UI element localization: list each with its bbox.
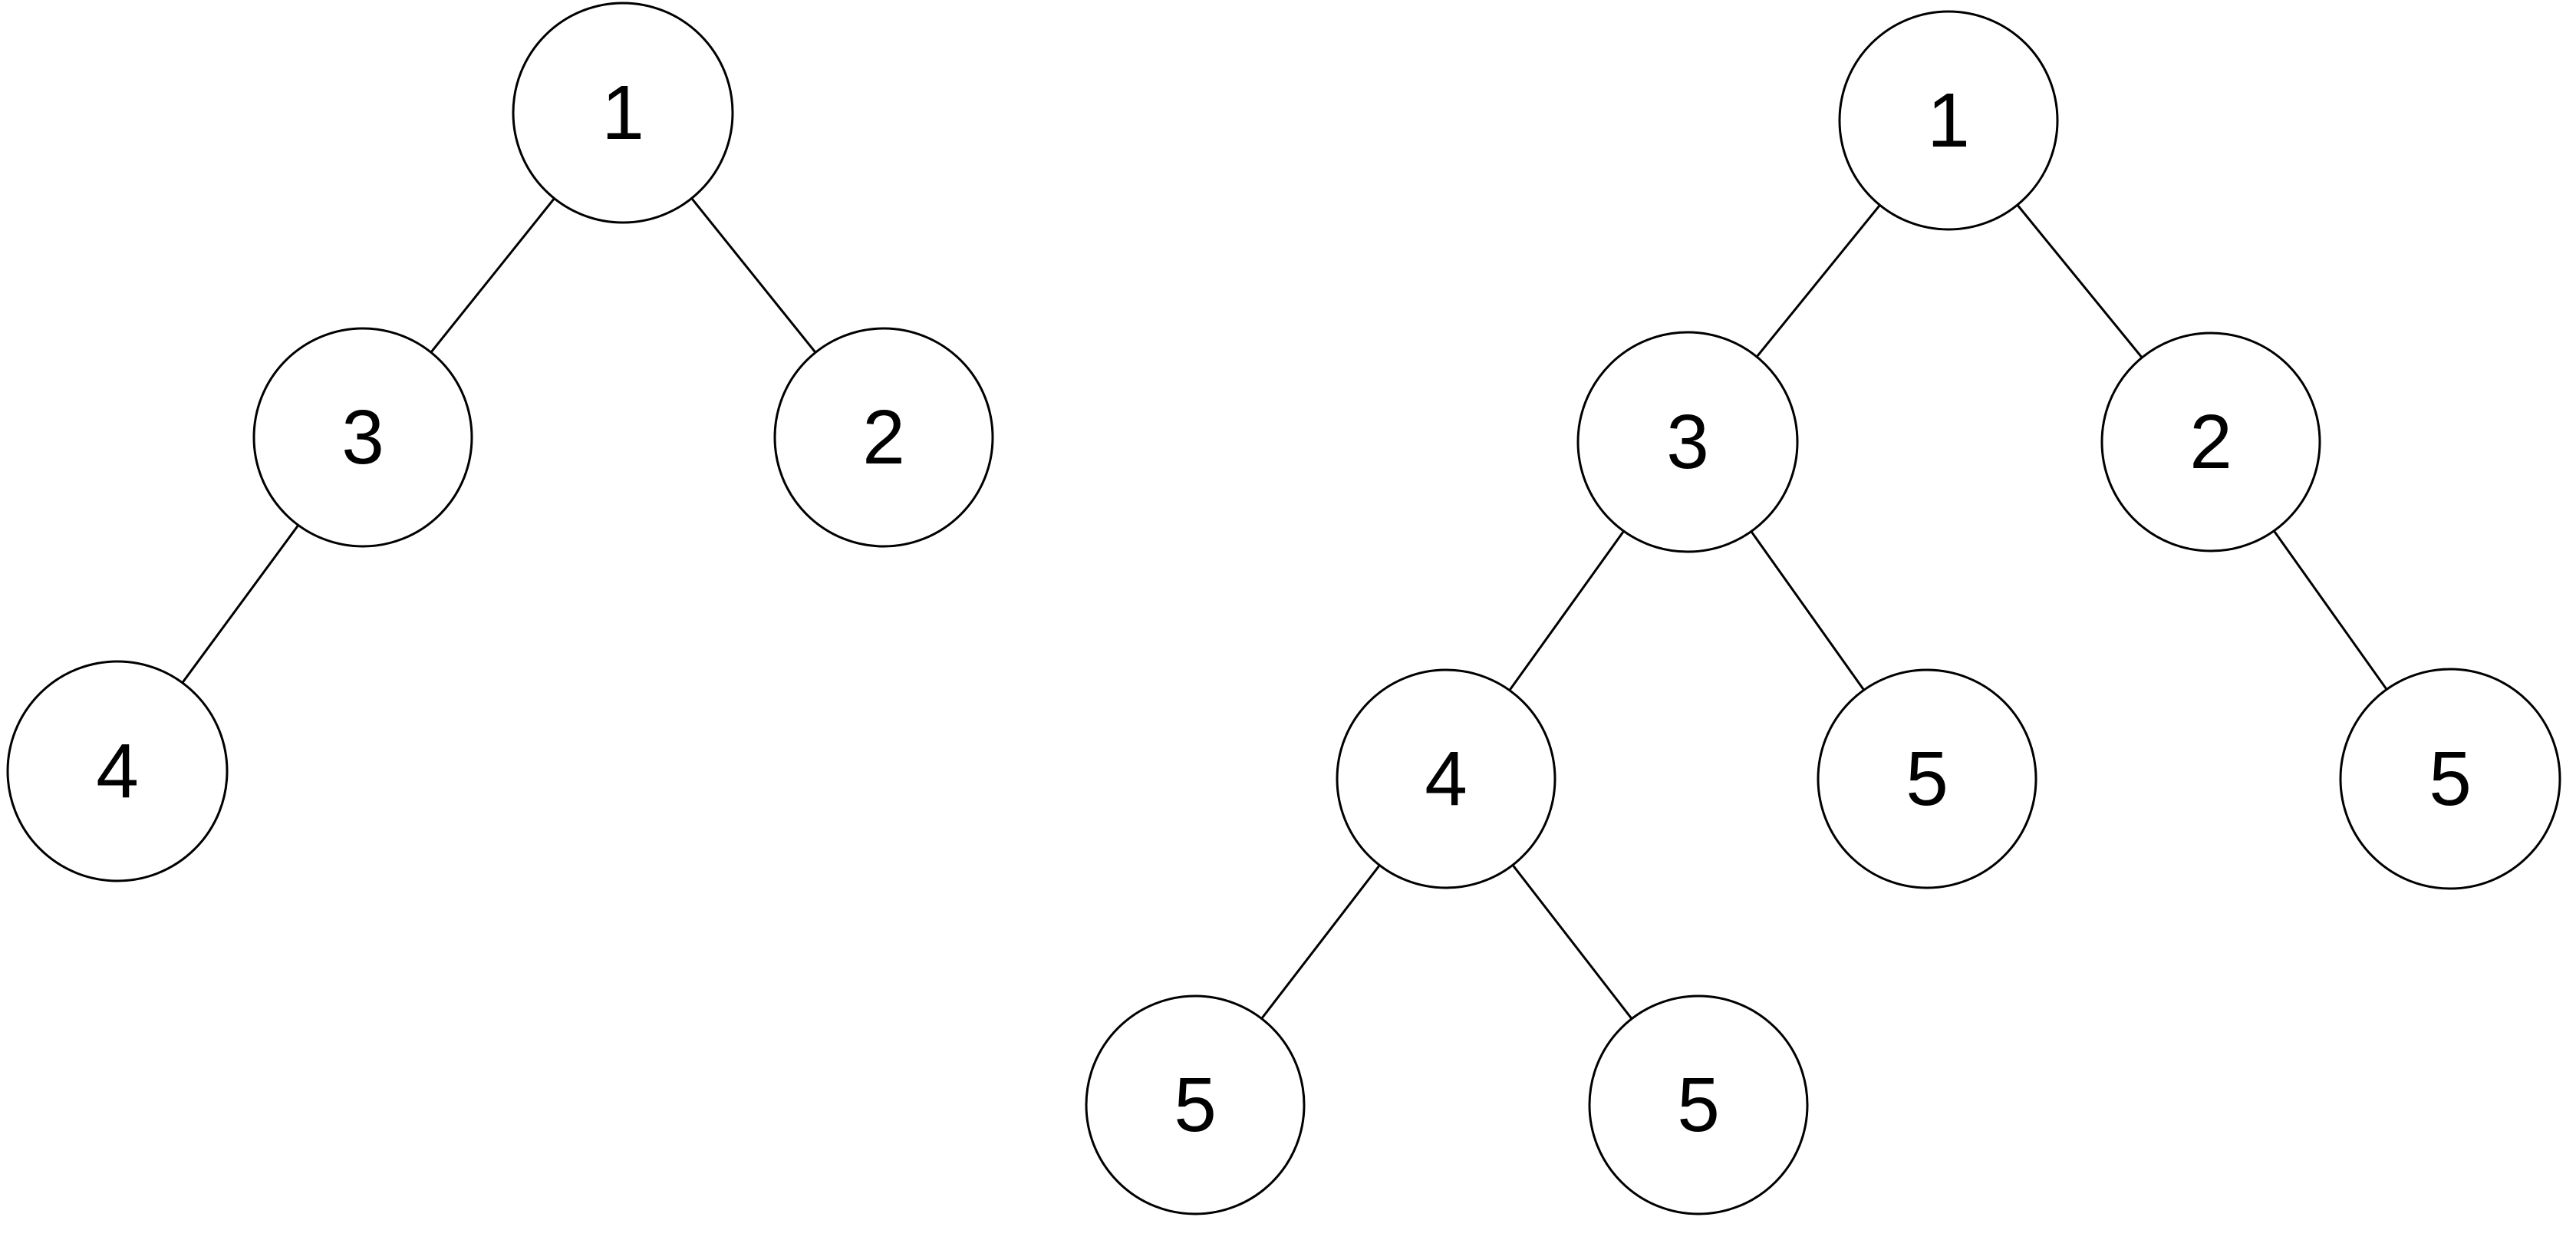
tree-node-L1[interactable]: 1 <box>512 2 734 224</box>
left-tree-edges <box>181 196 817 684</box>
tree-node-L3[interactable]: 3 <box>252 327 473 548</box>
tree-node-R5d[interactable]: 5 <box>2339 668 2561 890</box>
node-circle-R5a[interactable] <box>1817 668 2037 889</box>
tree-node-R5c[interactable]: 5 <box>1588 994 1809 1215</box>
node-circle-R1[interactable] <box>1838 10 2059 231</box>
node-circle-R5d[interactable] <box>2339 668 2561 890</box>
tree-edge-R2-R5d <box>2272 529 2388 691</box>
tree-nodes-layer: 1 3 2 4 1 3 2 4 5 5 5 5 <box>6 2 2561 1215</box>
tree-edge-L1-L2 <box>690 196 817 354</box>
tree-edge-R4-R5c <box>1511 863 1633 1021</box>
node-label-R5c: 5 <box>1677 1062 1720 1148</box>
node-label-L2: 2 <box>862 394 905 480</box>
node-circle-L1[interactable] <box>512 2 734 224</box>
node-circle-R4[interactable] <box>1336 668 1556 889</box>
node-circle-L3[interactable] <box>252 327 473 548</box>
tree-node-R4[interactable]: 4 <box>1336 668 1556 889</box>
node-circle-L2[interactable] <box>773 327 994 548</box>
tree-edges-layer <box>181 196 2388 1021</box>
node-circle-R5b[interactable] <box>1085 994 1306 1215</box>
tree-node-R3[interactable]: 3 <box>1576 331 1799 553</box>
tree-edge-R1-R3 <box>1755 203 1882 358</box>
right-tree-edges <box>1260 203 2388 1021</box>
node-label-R4: 4 <box>1425 736 1468 822</box>
left-tree-nodes: 1 3 2 4 <box>6 2 994 882</box>
right-tree-nodes: 1 3 2 4 5 5 5 5 <box>1085 10 2561 1215</box>
node-circle-L4[interactable] <box>6 660 229 882</box>
tree-node-R2[interactable]: 2 <box>2100 331 2321 552</box>
tree-node-L2[interactable]: 2 <box>773 327 994 548</box>
tree-node-R5b[interactable]: 5 <box>1085 994 1306 1215</box>
tree-edge-L1-L3 <box>430 197 556 354</box>
node-circle-R3[interactable] <box>1576 331 1799 553</box>
node-label-L4: 4 <box>96 728 139 814</box>
node-label-R2: 2 <box>2189 399 2232 485</box>
tree-node-R5a[interactable]: 5 <box>1817 668 2037 889</box>
node-label-R5b: 5 <box>1174 1062 1217 1148</box>
node-label-R5a: 5 <box>1906 736 1948 822</box>
node-circle-R2[interactable] <box>2100 331 2321 552</box>
node-label-R5d: 5 <box>2429 736 2472 822</box>
tree-edge-R3-R4 <box>1508 529 1626 692</box>
tree-node-L4[interactable]: 4 <box>6 660 229 882</box>
node-label-R1: 1 <box>1927 78 1970 163</box>
node-label-L3: 3 <box>341 394 384 480</box>
tree-edge-L3-L4 <box>181 523 300 684</box>
tree-edge-R1-R2 <box>2016 203 2143 359</box>
tree-edge-R3-R5a <box>1750 530 1866 691</box>
tree-node-R1[interactable]: 1 <box>1838 10 2059 231</box>
tree-edge-R4-R5b <box>1260 864 1381 1020</box>
node-circle-R5c[interactable] <box>1588 994 1809 1215</box>
node-label-R3: 3 <box>1666 399 1709 485</box>
node-label-L1: 1 <box>601 70 644 156</box>
